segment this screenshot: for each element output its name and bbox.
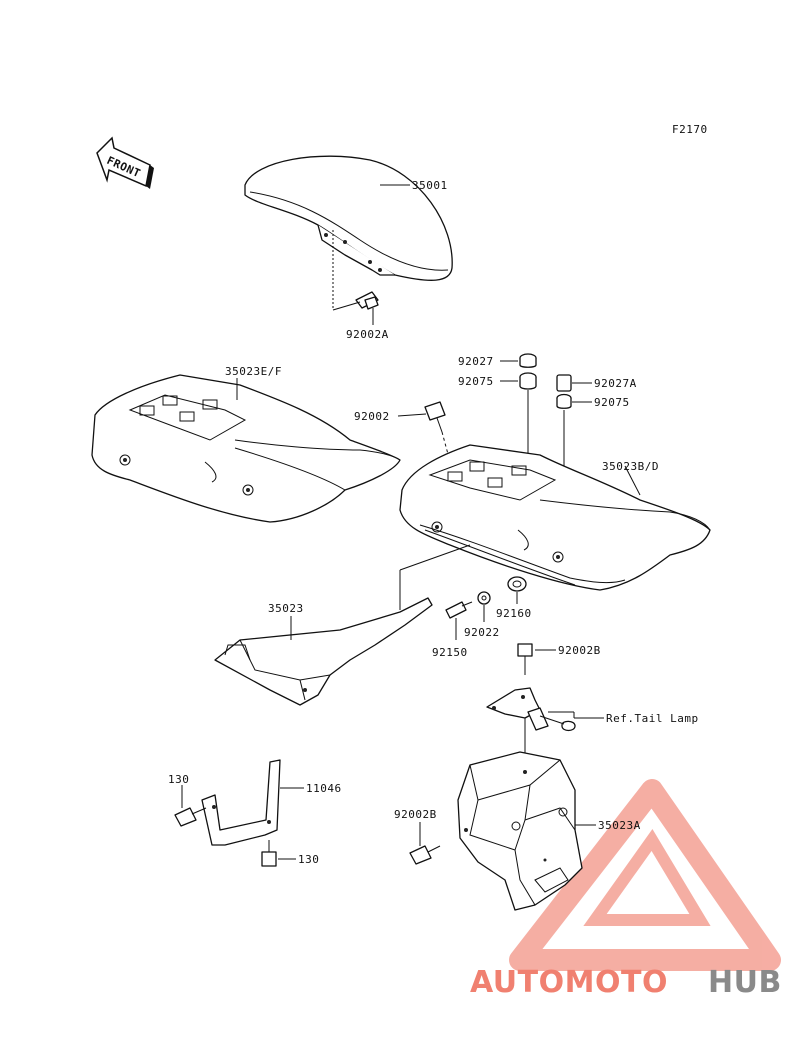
grommet-92075-right [556,393,572,409]
bolt-92150 [445,601,473,619]
underpan-35023 [214,597,433,706]
watermark-logo-icon [509,779,781,971]
label-ref-tail-lamp: Ref.Tail Lamp [606,712,699,725]
bracket-35023A [457,751,583,911]
label-92150: 92150 [432,646,468,659]
grommet-92075-left [519,372,537,390]
label-92027: 92027 [458,355,494,368]
front-fender-35001 [244,155,453,281]
watermark-text: AUTOMOTO HUB [470,965,782,1000]
grommet-92160 [507,576,527,592]
label-130-bottom: 130 [298,853,319,866]
tail-lamp-bracket [486,687,576,732]
front-arrow-icon: FRONT [96,136,154,189]
grommet-92027A [556,374,572,392]
label-35023: 35023 [268,602,304,615]
bolt-92002B-bottom [409,845,441,865]
label-130-top: 130 [168,773,189,786]
rear-fender-35023BD [399,444,711,591]
grommet-92027 [519,353,537,368]
label-35023BD: 35023B/D [602,460,659,473]
washer-92022 [477,591,491,605]
bolt-130-bottom [261,840,277,867]
label-92002B-bottom: 92002B [394,808,437,821]
label-35023EF: 35023E/F [225,365,282,378]
label-92002B-top: 92002B [558,644,601,657]
watermark-text-part2: HUB [708,965,782,1000]
label-11046: 11046 [306,782,342,795]
watermark-text-part1: AUTOMOTO [470,965,668,1000]
label-35023A: 35023A [598,819,641,832]
label-92002A: 92002A [346,328,389,341]
label-92075-left: 92075 [458,375,494,388]
label-92160: 92160 [496,607,532,620]
bolt-130-top [174,807,207,827]
label-35001: 35001 [412,179,448,192]
bolt-92002B-top [517,643,533,675]
bolt-92002 [424,401,446,433]
label-92022: 92022 [464,626,500,639]
label-92002: 92002 [354,410,390,423]
bracket-11046 [201,759,281,846]
label-92027A: 92027A [594,377,637,390]
bolt-92002A [355,291,379,310]
rear-fender-35023EF [91,374,401,523]
diagram-code: F2170 [672,123,708,136]
label-92075-right: 92075 [594,396,630,409]
